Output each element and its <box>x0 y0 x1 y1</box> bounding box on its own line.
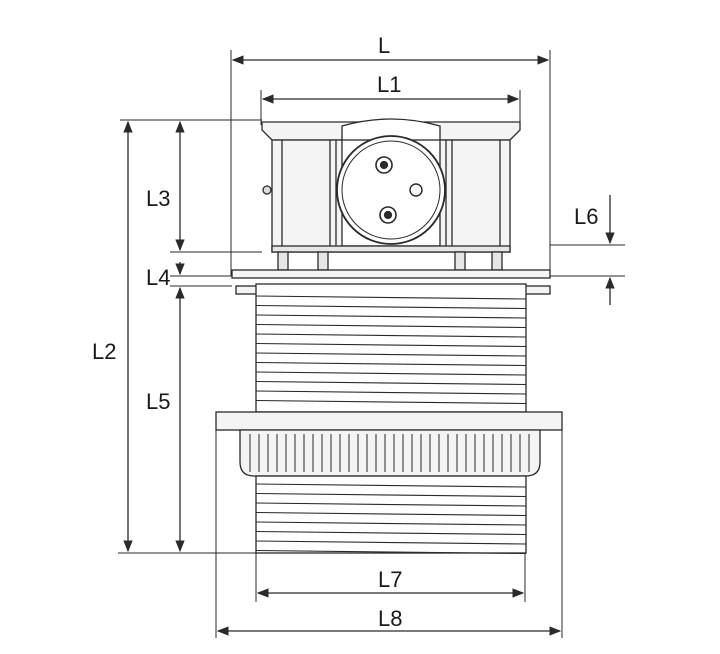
thread-line <box>255 380 527 386</box>
thread-line <box>255 521 527 526</box>
thread-line <box>255 390 527 395</box>
thread-line <box>255 295 527 300</box>
label-L6: L6 <box>574 204 598 229</box>
label-L: L <box>378 33 390 58</box>
knurled-nut <box>239 429 541 477</box>
socket-face <box>336 135 446 245</box>
thread-line <box>255 511 527 517</box>
label-L7: L7 <box>378 567 402 592</box>
head-feet <box>277 251 503 271</box>
label-L5: L5 <box>146 389 170 414</box>
label-L3: L3 <box>146 186 170 211</box>
threaded-body <box>255 283 527 413</box>
earth-pin <box>409 183 423 197</box>
extension-lines <box>118 50 625 638</box>
label-L8: L8 <box>378 606 402 631</box>
label-L4: L4 <box>146 265 170 290</box>
label-L1: L1 <box>377 72 401 97</box>
thread-line <box>255 323 527 329</box>
thread-line <box>255 342 527 348</box>
thread-line <box>255 502 527 507</box>
lower-threaded-body <box>255 475 527 555</box>
thread-line <box>255 549 527 555</box>
dimension-labels: L L1 L2 L3 L4 L5 L6 L7 L8 <box>92 33 598 631</box>
thread-line <box>255 483 527 488</box>
dimension-lines <box>123 55 615 636</box>
label-L2: L2 <box>92 339 116 364</box>
thread-line <box>255 530 527 536</box>
thread-line <box>255 399 527 405</box>
thread-line <box>255 304 527 310</box>
thread-line <box>255 352 527 357</box>
thread-line <box>255 314 527 319</box>
thread-line <box>255 371 527 376</box>
mounting-plate <box>215 411 563 431</box>
thread-line <box>255 333 527 338</box>
thread-line <box>255 361 527 367</box>
thread-line <box>255 540 527 545</box>
thread-line <box>255 492 527 498</box>
